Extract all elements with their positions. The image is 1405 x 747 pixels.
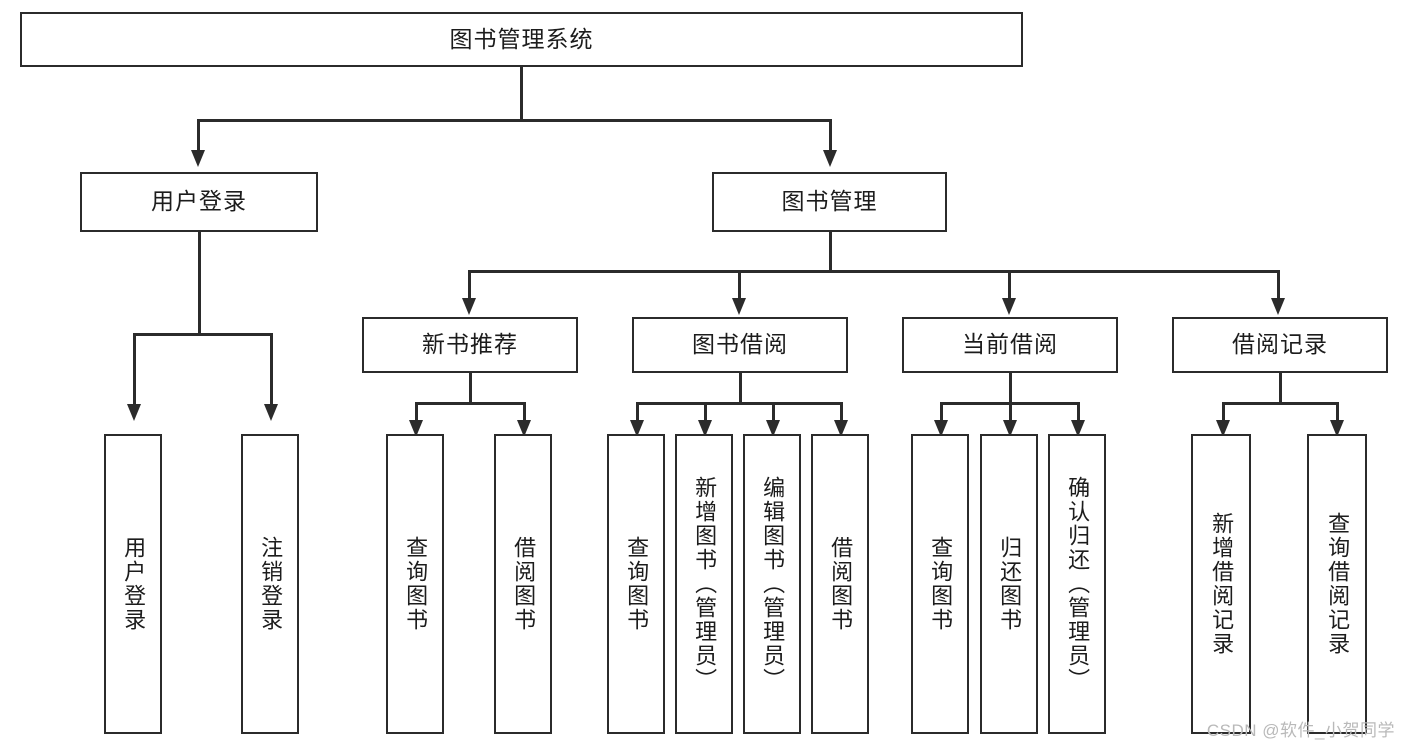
connector-root-stem (520, 67, 523, 121)
arrowhead-cq (934, 420, 948, 437)
leaf-label: 归还图书 (997, 536, 1023, 632)
leaf-current-confirm-return[interactable]: 确认归还（管理员） (1048, 434, 1106, 734)
leaf-current-query-book[interactable]: 查询图书 (911, 434, 969, 734)
arrowhead-leaf-user-login (127, 404, 141, 421)
connector-drop-records (1277, 270, 1280, 300)
node-root-system[interactable]: 图书管理系统 (20, 12, 1023, 67)
node-current-borrow[interactable]: 当前借阅 (902, 317, 1118, 373)
leaf-label: 借阅图书 (511, 536, 537, 632)
connector-drop-borrow (738, 270, 741, 300)
connector-drop-current (1008, 270, 1011, 300)
leaf-label: 查询借阅记录 (1325, 512, 1351, 656)
connector-drop-user-login (197, 119, 200, 152)
connector-level2-bus (197, 119, 831, 122)
connector-drop-cconfirm (1077, 402, 1080, 424)
connector-drop-nb-borrow (523, 402, 526, 424)
connector-records-stem (1279, 373, 1282, 404)
connector-drop-nb-query (415, 402, 418, 424)
arrowhead-leaf-logout (264, 404, 278, 421)
connector-drop-new-book (468, 270, 471, 300)
connector-drop-cq (940, 402, 943, 424)
leaf-label: 编辑图书（管理员） (760, 476, 786, 692)
arrowhead-current (1002, 298, 1016, 315)
leaf-label: 用户登录 (121, 536, 147, 632)
leaf-borrow-borrow-book[interactable]: 借阅图书 (811, 434, 869, 734)
node-book-management[interactable]: 图书管理 (712, 172, 947, 232)
leaf-label: 新增图书（管理员） (692, 476, 718, 692)
connector-new-book-bus (415, 402, 525, 405)
connector-borrow-bus (636, 402, 842, 405)
arrowhead-badd (698, 420, 712, 437)
connector-drop-rquery (1336, 402, 1339, 424)
connector-drop-bq (636, 402, 639, 424)
leaf-label: 注销登录 (258, 536, 284, 632)
connector-drop-creturn (1009, 402, 1012, 424)
leaf-label: 新增借阅记录 (1209, 512, 1235, 656)
leaf-current-return-book[interactable]: 归还图书 (980, 434, 1038, 734)
leaf-borrow-add-book[interactable]: 新增图书（管理员） (675, 434, 733, 734)
arrowhead-user-login (191, 150, 205, 167)
connector-drop-badd (704, 402, 707, 424)
connector-drop-book-mgmt (829, 119, 832, 152)
connector-user-login-stem (198, 232, 201, 335)
leaf-borrow-query-book[interactable]: 查询图书 (607, 434, 665, 734)
connector-user-login-bus (133, 333, 272, 336)
arrowhead-nb-query (409, 420, 423, 437)
leaf-label: 确认归还（管理员） (1065, 476, 1091, 692)
connector-level3-bus (468, 270, 1279, 273)
node-book-borrow[interactable]: 图书借阅 (632, 317, 848, 373)
leaf-records-query[interactable]: 查询借阅记录 (1307, 434, 1367, 734)
leaf-borrow-edit-book[interactable]: 编辑图书（管理员） (743, 434, 801, 734)
connector-book-mgmt-stem (829, 232, 832, 272)
connector-drop-bedit (772, 402, 775, 424)
connector-drop-leaf-logout (270, 333, 273, 406)
arrowhead-new-book (462, 298, 476, 315)
arrowhead-borrow (732, 298, 746, 315)
leaf-label: 借阅图书 (828, 536, 854, 632)
arrowhead-radd (1216, 420, 1230, 437)
arrowhead-bedit (766, 420, 780, 437)
leaf-nb-borrow-book[interactable]: 借阅图书 (494, 434, 552, 734)
leaf-label: 查询图书 (624, 536, 650, 632)
leaf-logout[interactable]: 注销登录 (241, 434, 299, 734)
connector-drop-bborrow (840, 402, 843, 424)
arrowhead-cconfirm (1071, 420, 1085, 437)
connector-drop-leaf-user-login (133, 333, 136, 406)
arrowhead-records (1271, 298, 1285, 315)
leaf-nb-query-book[interactable]: 查询图书 (386, 434, 444, 734)
node-user-login[interactable]: 用户登录 (80, 172, 318, 232)
csdn-watermark: CSDN @软件_小贺同学 (1206, 721, 1395, 740)
leaf-label: 查询图书 (928, 536, 954, 632)
arrowhead-nb-borrow (517, 420, 531, 437)
connector-drop-radd (1222, 402, 1225, 424)
arrowhead-book-mgmt (823, 150, 837, 167)
connector-records-bus (1222, 402, 1338, 405)
arrowhead-bborrow (834, 420, 848, 437)
leaf-label: 查询图书 (403, 536, 429, 632)
connector-borrow-stem (739, 373, 742, 404)
arrowhead-bq (630, 420, 644, 437)
arrowhead-creturn (1003, 420, 1017, 437)
leaf-user-login[interactable]: 用户登录 (104, 434, 162, 734)
leaf-records-add[interactable]: 新增借阅记录 (1191, 434, 1251, 734)
arrowhead-rquery (1330, 420, 1344, 437)
node-new-book-recommend[interactable]: 新书推荐 (362, 317, 578, 373)
connector-new-book-stem (469, 373, 472, 404)
connector-current-stem (1009, 373, 1012, 404)
node-borrow-records[interactable]: 借阅记录 (1172, 317, 1388, 373)
